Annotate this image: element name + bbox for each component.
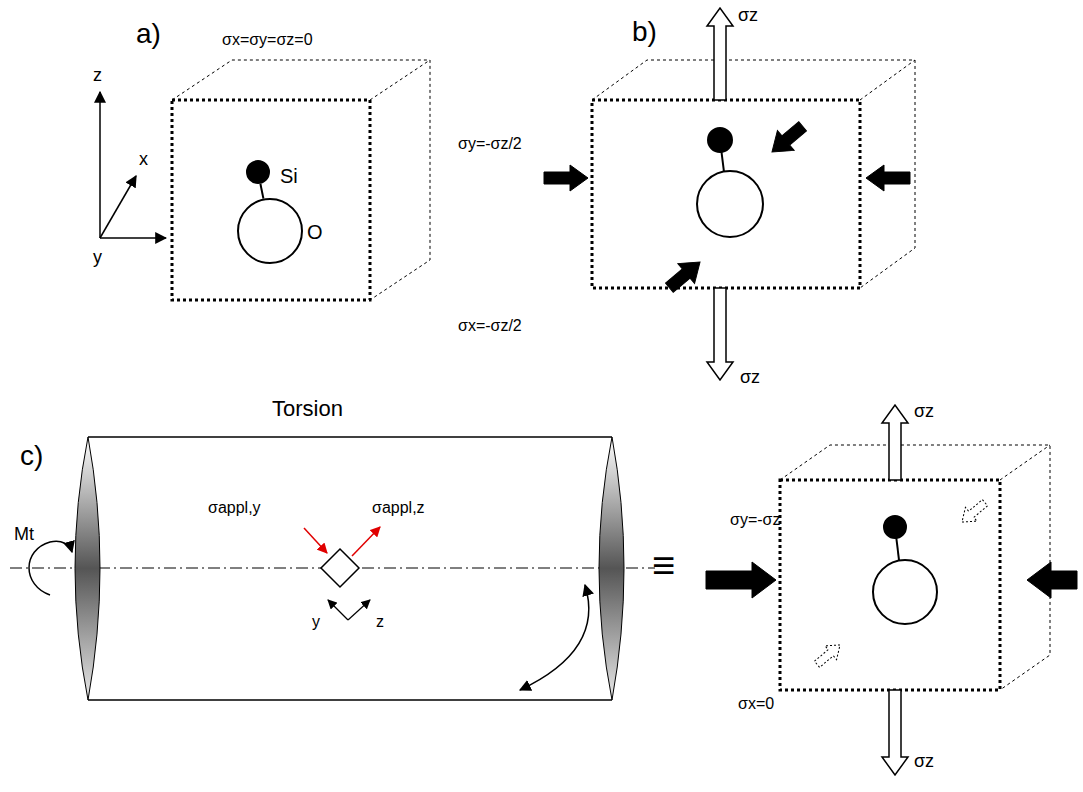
atom-outline [246,160,270,184]
stress-label: σz [738,6,758,24]
molecule [873,516,937,624]
stress-label: y [93,248,102,266]
stress-arrow [706,562,1077,598]
zero-stress-arrow [811,496,991,671]
stress-label: σz [914,402,934,420]
stress-label: σappl,y [208,500,261,516]
atom-label: Si [280,166,298,186]
cube [780,445,1050,690]
stress-label: σy=-σz [730,512,780,528]
atom-circle [238,199,302,263]
panel-letter: a) [136,20,161,48]
oxygen-atom: O [237,198,303,264]
stress-arrow [707,8,733,380]
axes [100,92,166,238]
stress-label: σz [740,368,760,386]
atom-outline [237,198,303,264]
stress-label: σy=-σz/2 [458,136,522,152]
atom-circle [247,161,269,183]
atom-label: O [307,222,323,242]
bond-line [260,184,263,199]
stress-label: y [312,614,320,630]
stress-arrow [544,116,910,297]
cube [172,60,430,300]
stress-label: Torsion [272,398,343,420]
cube [592,60,915,288]
shaft [10,437,655,700]
stress-element [304,527,380,620]
stress-label: x [139,150,148,168]
stress-label: z [93,66,102,84]
stress-label: σappl,z [372,500,425,516]
stress-label: σx=σy=σz=0 [222,32,313,48]
stress-label: σx=-σz/2 [458,318,522,334]
equivalence-sign: ≡ [652,545,675,585]
panel-letter: b) [632,18,657,46]
stress-arrow [882,405,908,775]
stress-label: z [376,614,384,630]
stress-label: σx=0 [738,696,774,712]
molecule [697,128,763,237]
silicon-atom: Si [246,160,270,184]
stress-label: Mt [14,525,34,543]
stress-label: σz [914,752,934,770]
panel-letter: c) [20,442,43,470]
